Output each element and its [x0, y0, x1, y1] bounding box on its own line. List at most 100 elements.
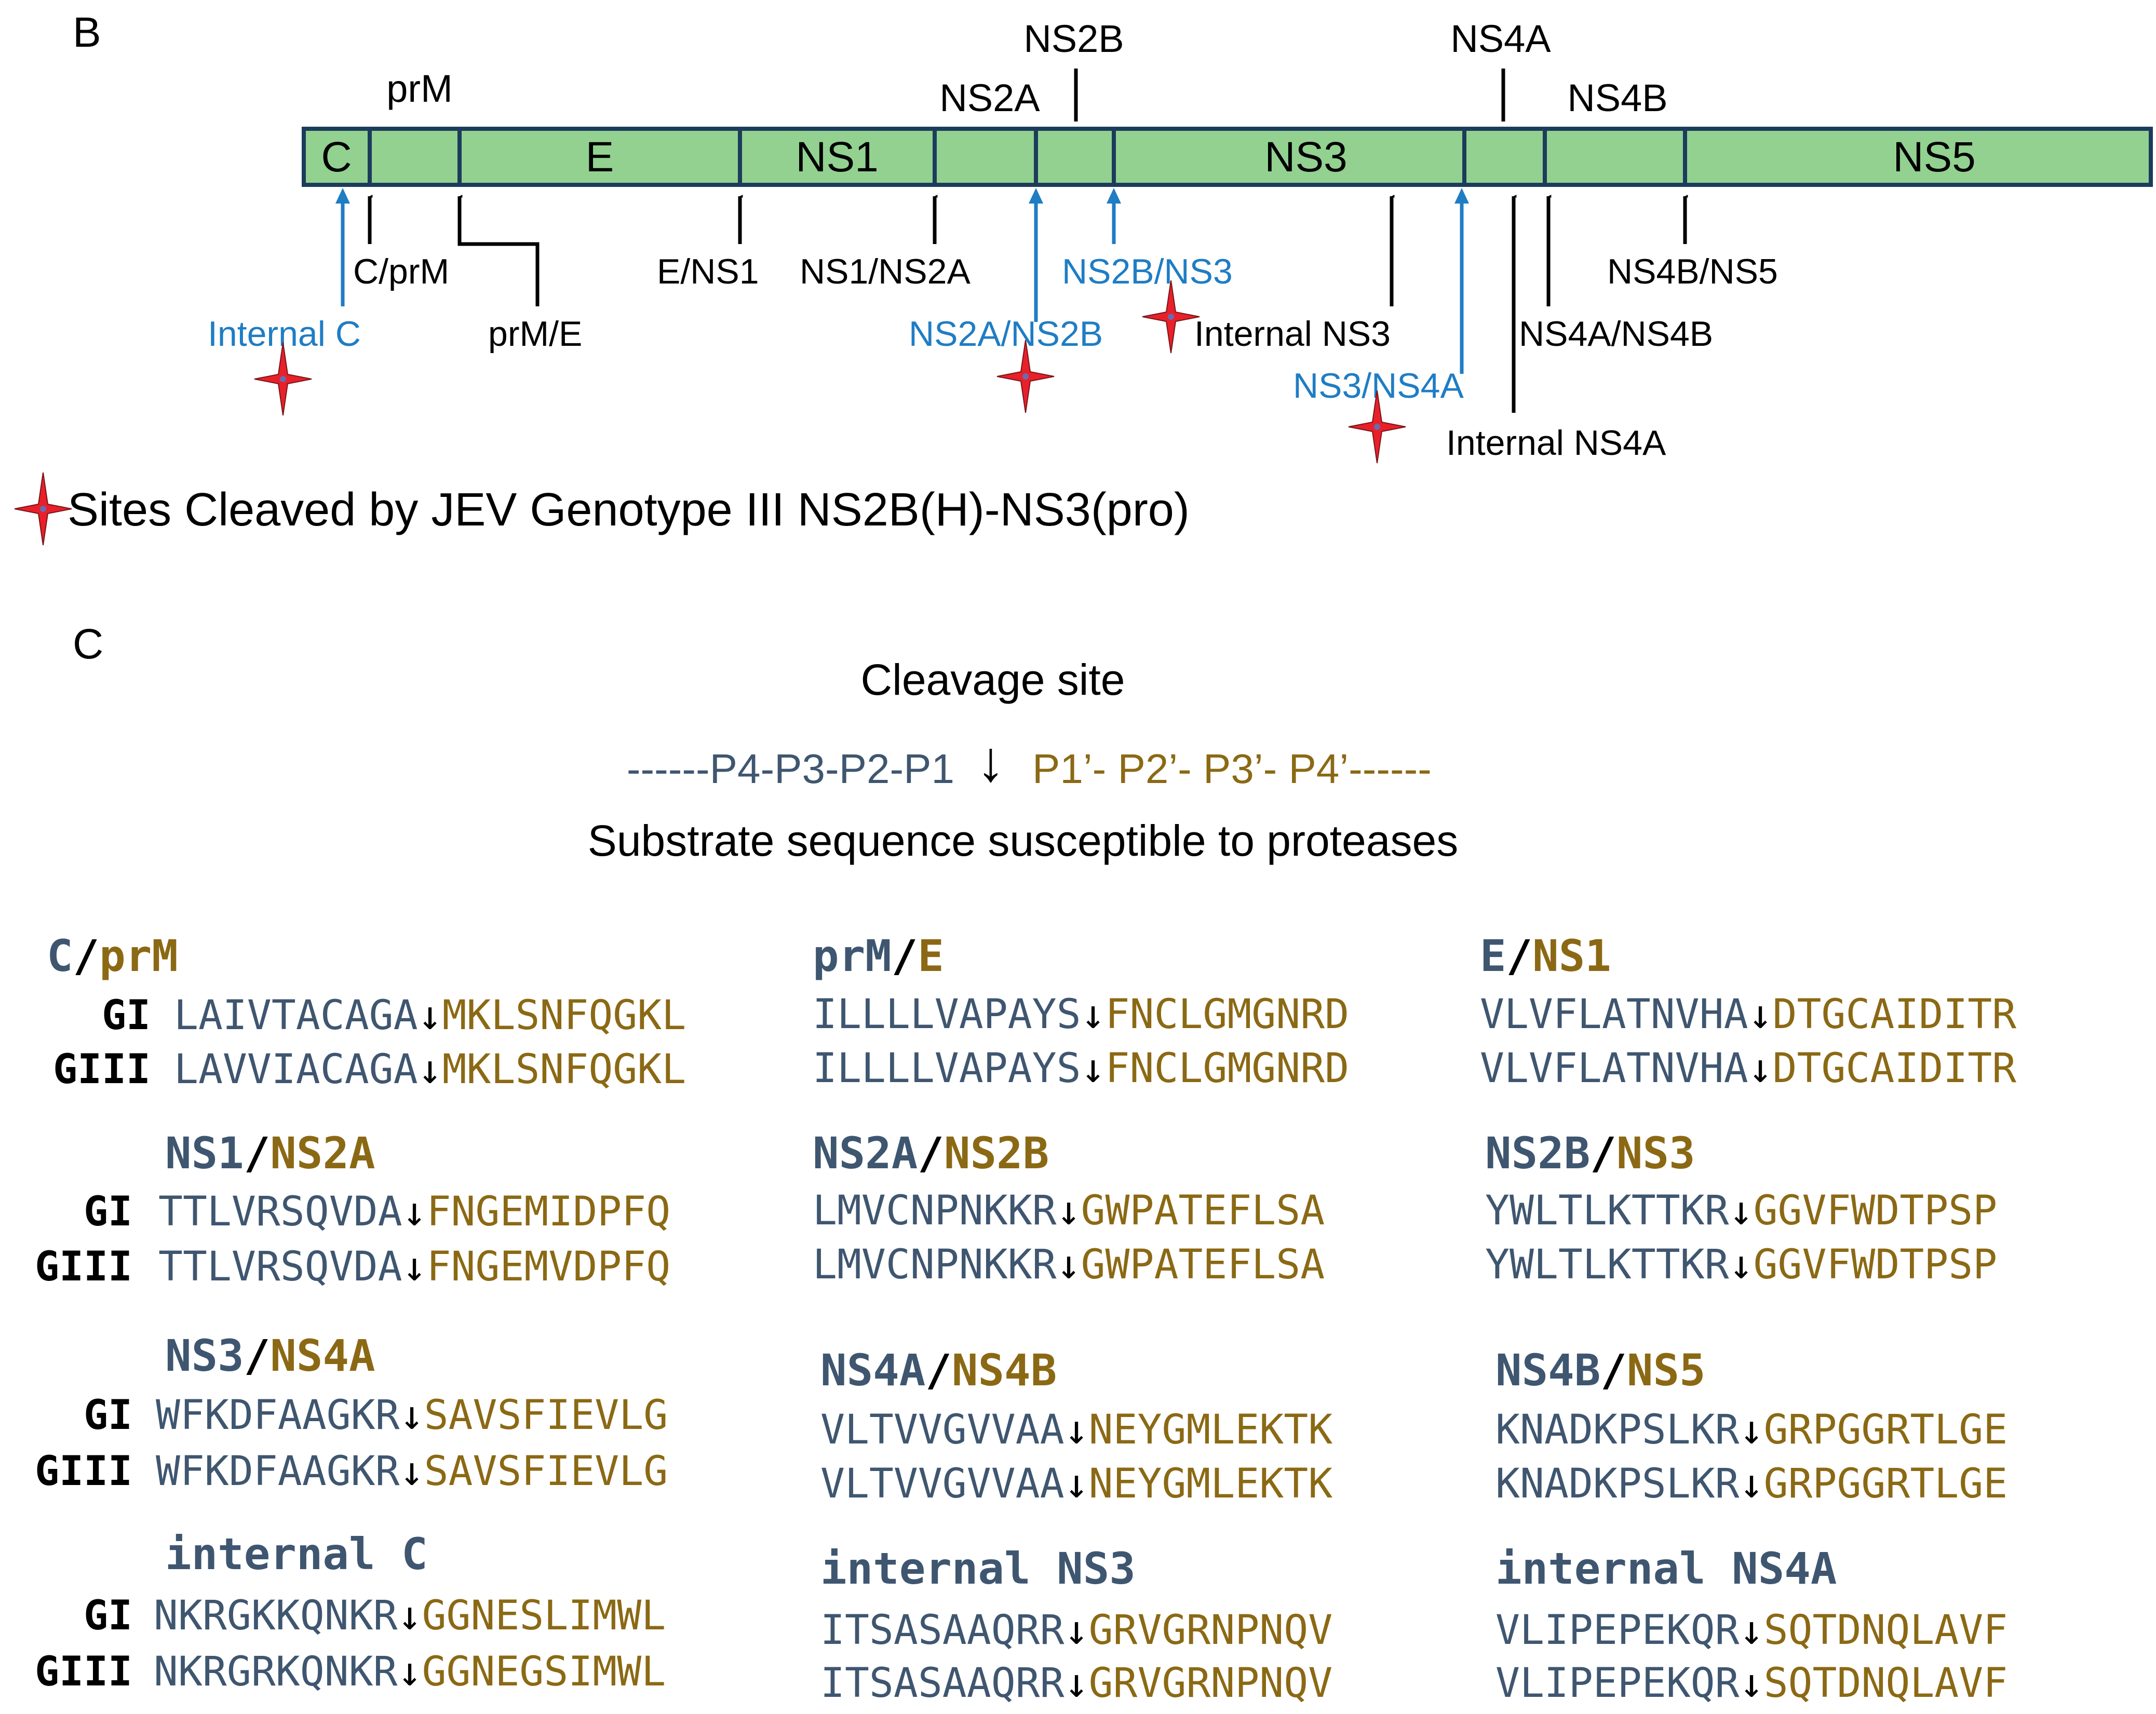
- star-center: [40, 506, 46, 512]
- sequence-n-side: LMVCNPNKKR: [813, 1241, 1057, 1288]
- header-c-side: NS5: [1627, 1345, 1706, 1396]
- label-ns4a-ns4b: NS4A/NS4B: [1519, 314, 1713, 354]
- sequence-n-side: VLIPEPEKQR: [1495, 1607, 1740, 1654]
- header-n-side: prM: [813, 930, 892, 981]
- header-n-side: C: [47, 930, 73, 981]
- cleavage-arrow-icon: ↓: [418, 992, 442, 1039]
- sequence-n-side: WFKDFAAGKR: [156, 1448, 400, 1495]
- sequence-c-side: GRVGRNPNQV: [1089, 1607, 1333, 1654]
- sequence-row: TTLVRSQVDA↓FNGEMIDPFQ: [158, 1189, 670, 1235]
- panel-c-letter: C: [73, 620, 103, 668]
- cleavage-arrow-icon: ↓: [1057, 1241, 1081, 1288]
- prm-e-arrow: [457, 195, 540, 306]
- header-separator: /: [925, 1345, 952, 1396]
- cleavage-arrow-icon: ↓: [1729, 1187, 1754, 1234]
- polyprotein-bar-body: [302, 127, 2153, 187]
- sequence-c-side: FNCLGMGNRD: [1106, 991, 1350, 1038]
- label-ns4b-above: NS4B: [1567, 76, 1667, 119]
- genotype-label: GIII: [35, 1448, 132, 1495]
- block-header: NS4B/NS5: [1495, 1345, 1706, 1396]
- genotype-label: GIII: [35, 1649, 132, 1695]
- cleavage-arrow-icon: ↓: [1064, 1660, 1089, 1707]
- sequence-n-side: KNADKPSLKR: [1495, 1407, 1740, 1453]
- cleavage-arrow-icon: ↓: [402, 1189, 427, 1235]
- header-c-side: NS2B: [944, 1128, 1049, 1179]
- ns2b-ns3-arrowhead: [1107, 188, 1121, 204]
- label-internal-c: Internal C: [208, 314, 361, 354]
- sequence-row: LMVCNPNKKR↓GWPATEFLSA: [813, 1187, 1325, 1234]
- sequence-n-side: ILLLLVAPAYS: [813, 991, 1081, 1038]
- label-ns4a: NS4A: [1450, 17, 1551, 60]
- sequence-n-side: KNADKPSLKR: [1495, 1461, 1740, 1507]
- sequence-n-side: LAIVTACAGA: [174, 992, 418, 1039]
- cleavage-arrow-icon: ↓: [1081, 1045, 1106, 1092]
- schema-title: Cleavage site: [861, 655, 1125, 704]
- header-c-side: prM: [99, 930, 178, 981]
- sequence-c-side: GGVFWDTPSP: [1754, 1187, 1998, 1234]
- panel-c: C Cleavage site ------P4-P3-P2-P1 ↓ P1’-…: [35, 620, 2016, 1707]
- cleavage-arrow-icon: ↓: [1064, 1607, 1089, 1654]
- sequence-c-side: GGNEGSIMWL: [422, 1649, 666, 1695]
- sequence-c-side: SQTDNQLAVF: [1764, 1607, 2008, 1654]
- cleavage-arrow-icon: ↓: [398, 1649, 422, 1695]
- cleavage-arrow-icon: ↓: [1057, 1187, 1081, 1234]
- header-c-side: NS1: [1532, 930, 1611, 981]
- label-ns1-ns2a: NS1/NS2A: [800, 252, 971, 291]
- label-ns2a: NS2A: [939, 76, 1040, 119]
- cleavage-arrow-icon: ↓: [1064, 1461, 1089, 1507]
- sequence-n-side: LAVVIACAGA: [174, 1046, 418, 1093]
- sequence-n-side: LMVCNPNKKR: [813, 1187, 1057, 1234]
- block-header: NS3/NS4A: [165, 1330, 375, 1381]
- header-separator: /: [1590, 1128, 1616, 1179]
- genotype-label: GIII: [53, 1046, 151, 1093]
- header-c-side: NS4B: [952, 1345, 1057, 1396]
- genotype-label: GI: [84, 1592, 132, 1639]
- segment-label-ns3: NS3: [1264, 133, 1347, 181]
- sequence-c-side: GRPGGRTLGE: [1764, 1407, 2008, 1453]
- cleavage-arrow-icon: ↓: [1740, 1607, 1764, 1654]
- cleavage-arrow-icon: ↓: [402, 1244, 427, 1290]
- header-separator: /: [1506, 930, 1533, 981]
- panel-b-letter: B: [73, 9, 101, 56]
- block-header: internal C: [165, 1529, 428, 1580]
- sequence-c-side: GGVFWDTPSP: [1754, 1241, 1998, 1288]
- label-ns2b: NS2B: [1023, 17, 1124, 60]
- sequence-row: VLIPEPEKQR↓SQTDNQLAVF: [1495, 1607, 2007, 1654]
- sequence-n-side: VLVFLATNVHA: [1480, 1045, 1748, 1092]
- sequence-c-side: FNGEMIDPFQ: [427, 1189, 671, 1235]
- label-e-ns1: E/NS1: [657, 252, 759, 291]
- sequence-row: KNADKPSLKR↓GRPGGRTLGE: [1495, 1461, 2007, 1507]
- sequence-c-side: DTGCAIDITR: [1773, 991, 2017, 1038]
- cleavage-arrow-icon: ↓: [1748, 1045, 1773, 1092]
- sequence-c-side: MKLSNFQGKL: [442, 992, 686, 1039]
- sequence-row: NKRGKKQNKR↓GGNESLIMWL: [154, 1592, 666, 1639]
- sequence-row: WFKDFAAGKR↓SAVSFIEVLG: [156, 1448, 668, 1495]
- sequence-c-side: NEYGMLEKTK: [1089, 1407, 1333, 1453]
- sequence-row: VLTVVGVVAA↓NEYGMLEKTK: [820, 1407, 1332, 1453]
- genotype-label: GI: [84, 1392, 132, 1439]
- schema-arrow-icon: ↓: [977, 730, 1005, 793]
- header-c-side: NS2A: [270, 1128, 375, 1179]
- block-header: prM/E: [813, 930, 944, 981]
- sequence-row: YWLTLKTTKR↓GGVFWDTPSP: [1485, 1241, 1997, 1288]
- sequence-row: VLTVVGVVAA↓NEYGMLEKTK: [820, 1461, 1332, 1507]
- cleavage-arrow-icon: ↓: [418, 1046, 442, 1093]
- sequence-n-side: VLVFLATNVHA: [1480, 991, 1748, 1038]
- cleavage-arrow-icon: ↓: [1740, 1407, 1764, 1453]
- sequence-n-side: VLTVVGVVAA: [820, 1407, 1064, 1453]
- sequence-n-side: NKRGKKQNKR: [154, 1592, 398, 1639]
- cleavage-arrow-icon: ↓: [400, 1392, 424, 1439]
- genotype-label: GIII: [35, 1244, 132, 1290]
- star-center: [1374, 424, 1380, 430]
- label-c-prm: C/prM: [353, 252, 449, 291]
- polyprotein-bar: C E NS1 NS3 NS5: [302, 127, 2153, 187]
- panel-b: B C E NS1 NS3 NS5 prM NS2A NS2B NS4A NS4…: [14, 9, 2153, 546]
- sequence-c-side: GGNESLIMWL: [422, 1592, 666, 1639]
- header-c-side: NS3: [1616, 1128, 1695, 1179]
- schema-caption: Substrate sequence susceptible to protea…: [588, 816, 1458, 865]
- sequence-n-side: ILLLLVAPAYS: [813, 1045, 1081, 1092]
- header-n-side: internal NS3: [820, 1543, 1136, 1594]
- sequence-n-side: VLTVVGVVAA: [820, 1461, 1064, 1507]
